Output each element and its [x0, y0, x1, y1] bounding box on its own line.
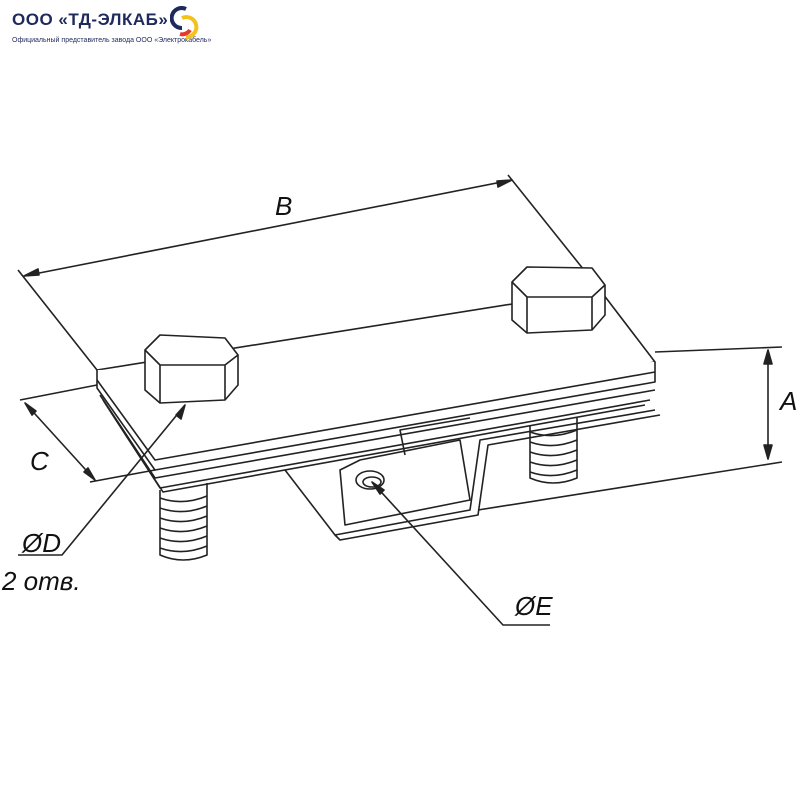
label-b: B: [275, 191, 292, 221]
label-c: C: [30, 446, 49, 476]
leader-e: [371, 481, 550, 626]
clamp-plates: [96, 289, 656, 493]
bolt-thread-left: [159, 483, 208, 561]
company-tagline: Официальный представитель завода ООО «Эл…: [12, 37, 212, 44]
label-holes: 2 отв.: [1, 566, 81, 596]
bolt-head-right: [511, 266, 606, 334]
label-d: ØD: [21, 528, 61, 558]
leader-d: [18, 404, 186, 556]
label-e: ØE: [514, 591, 553, 621]
dimension-a: [477, 346, 783, 511]
company-logo-icon: [170, 6, 199, 40]
company-name: ООО «ТД-ЭЛКАБ»: [12, 10, 169, 29]
dimension-c: [19, 384, 156, 483]
bolt-head-left: [144, 334, 239, 404]
label-a: A: [778, 386, 797, 416]
bolt-thread-right: [529, 418, 578, 484]
